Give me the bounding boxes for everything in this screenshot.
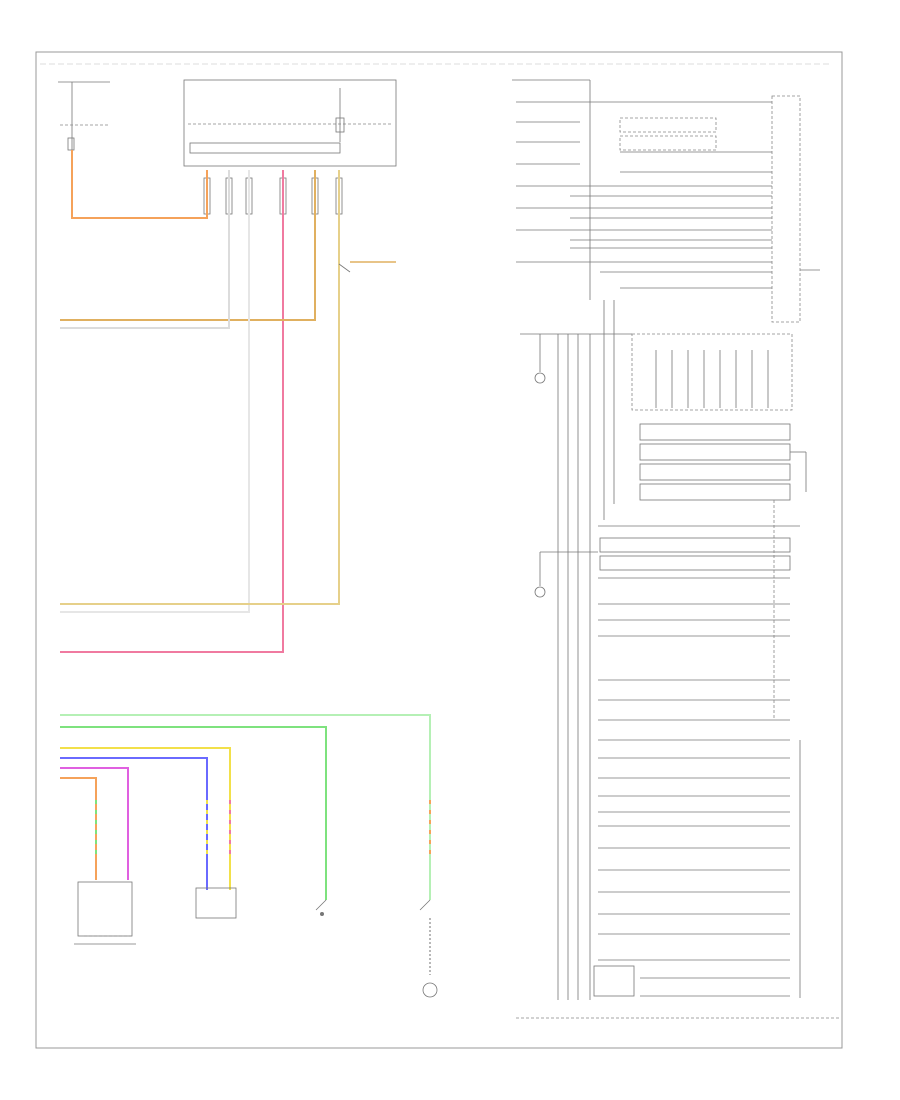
seat-belt-switch [419, 899, 431, 975]
ground-symbol [422, 982, 438, 998]
parking-brake-switch [315, 899, 327, 916]
wire-yellow [60, 747, 231, 890]
wire-green [60, 726, 327, 900]
fuel-level-sensor [74, 881, 136, 945]
wire-pink [60, 170, 284, 653]
wire-gray-2 [60, 170, 250, 613]
wire-light-green [60, 714, 431, 900]
left-fuse-block [58, 81, 110, 151]
wire-tan-upper [60, 170, 316, 321]
wire-blue [60, 757, 208, 890]
connector-pins [203, 177, 343, 215]
wire-tan-lower [60, 170, 340, 605]
wire-magenta [60, 767, 129, 880]
instrument-cluster-connector-block [183, 79, 397, 167]
diagram-border [35, 51, 843, 1049]
right-panel [512, 79, 840, 1019]
wire-orange-lower [60, 777, 97, 880]
brake-fluid-sensor [195, 887, 237, 919]
wire-gray-1 [60, 170, 230, 329]
wire-orange-fuse [71, 150, 208, 219]
ground-switch [338, 261, 396, 273]
